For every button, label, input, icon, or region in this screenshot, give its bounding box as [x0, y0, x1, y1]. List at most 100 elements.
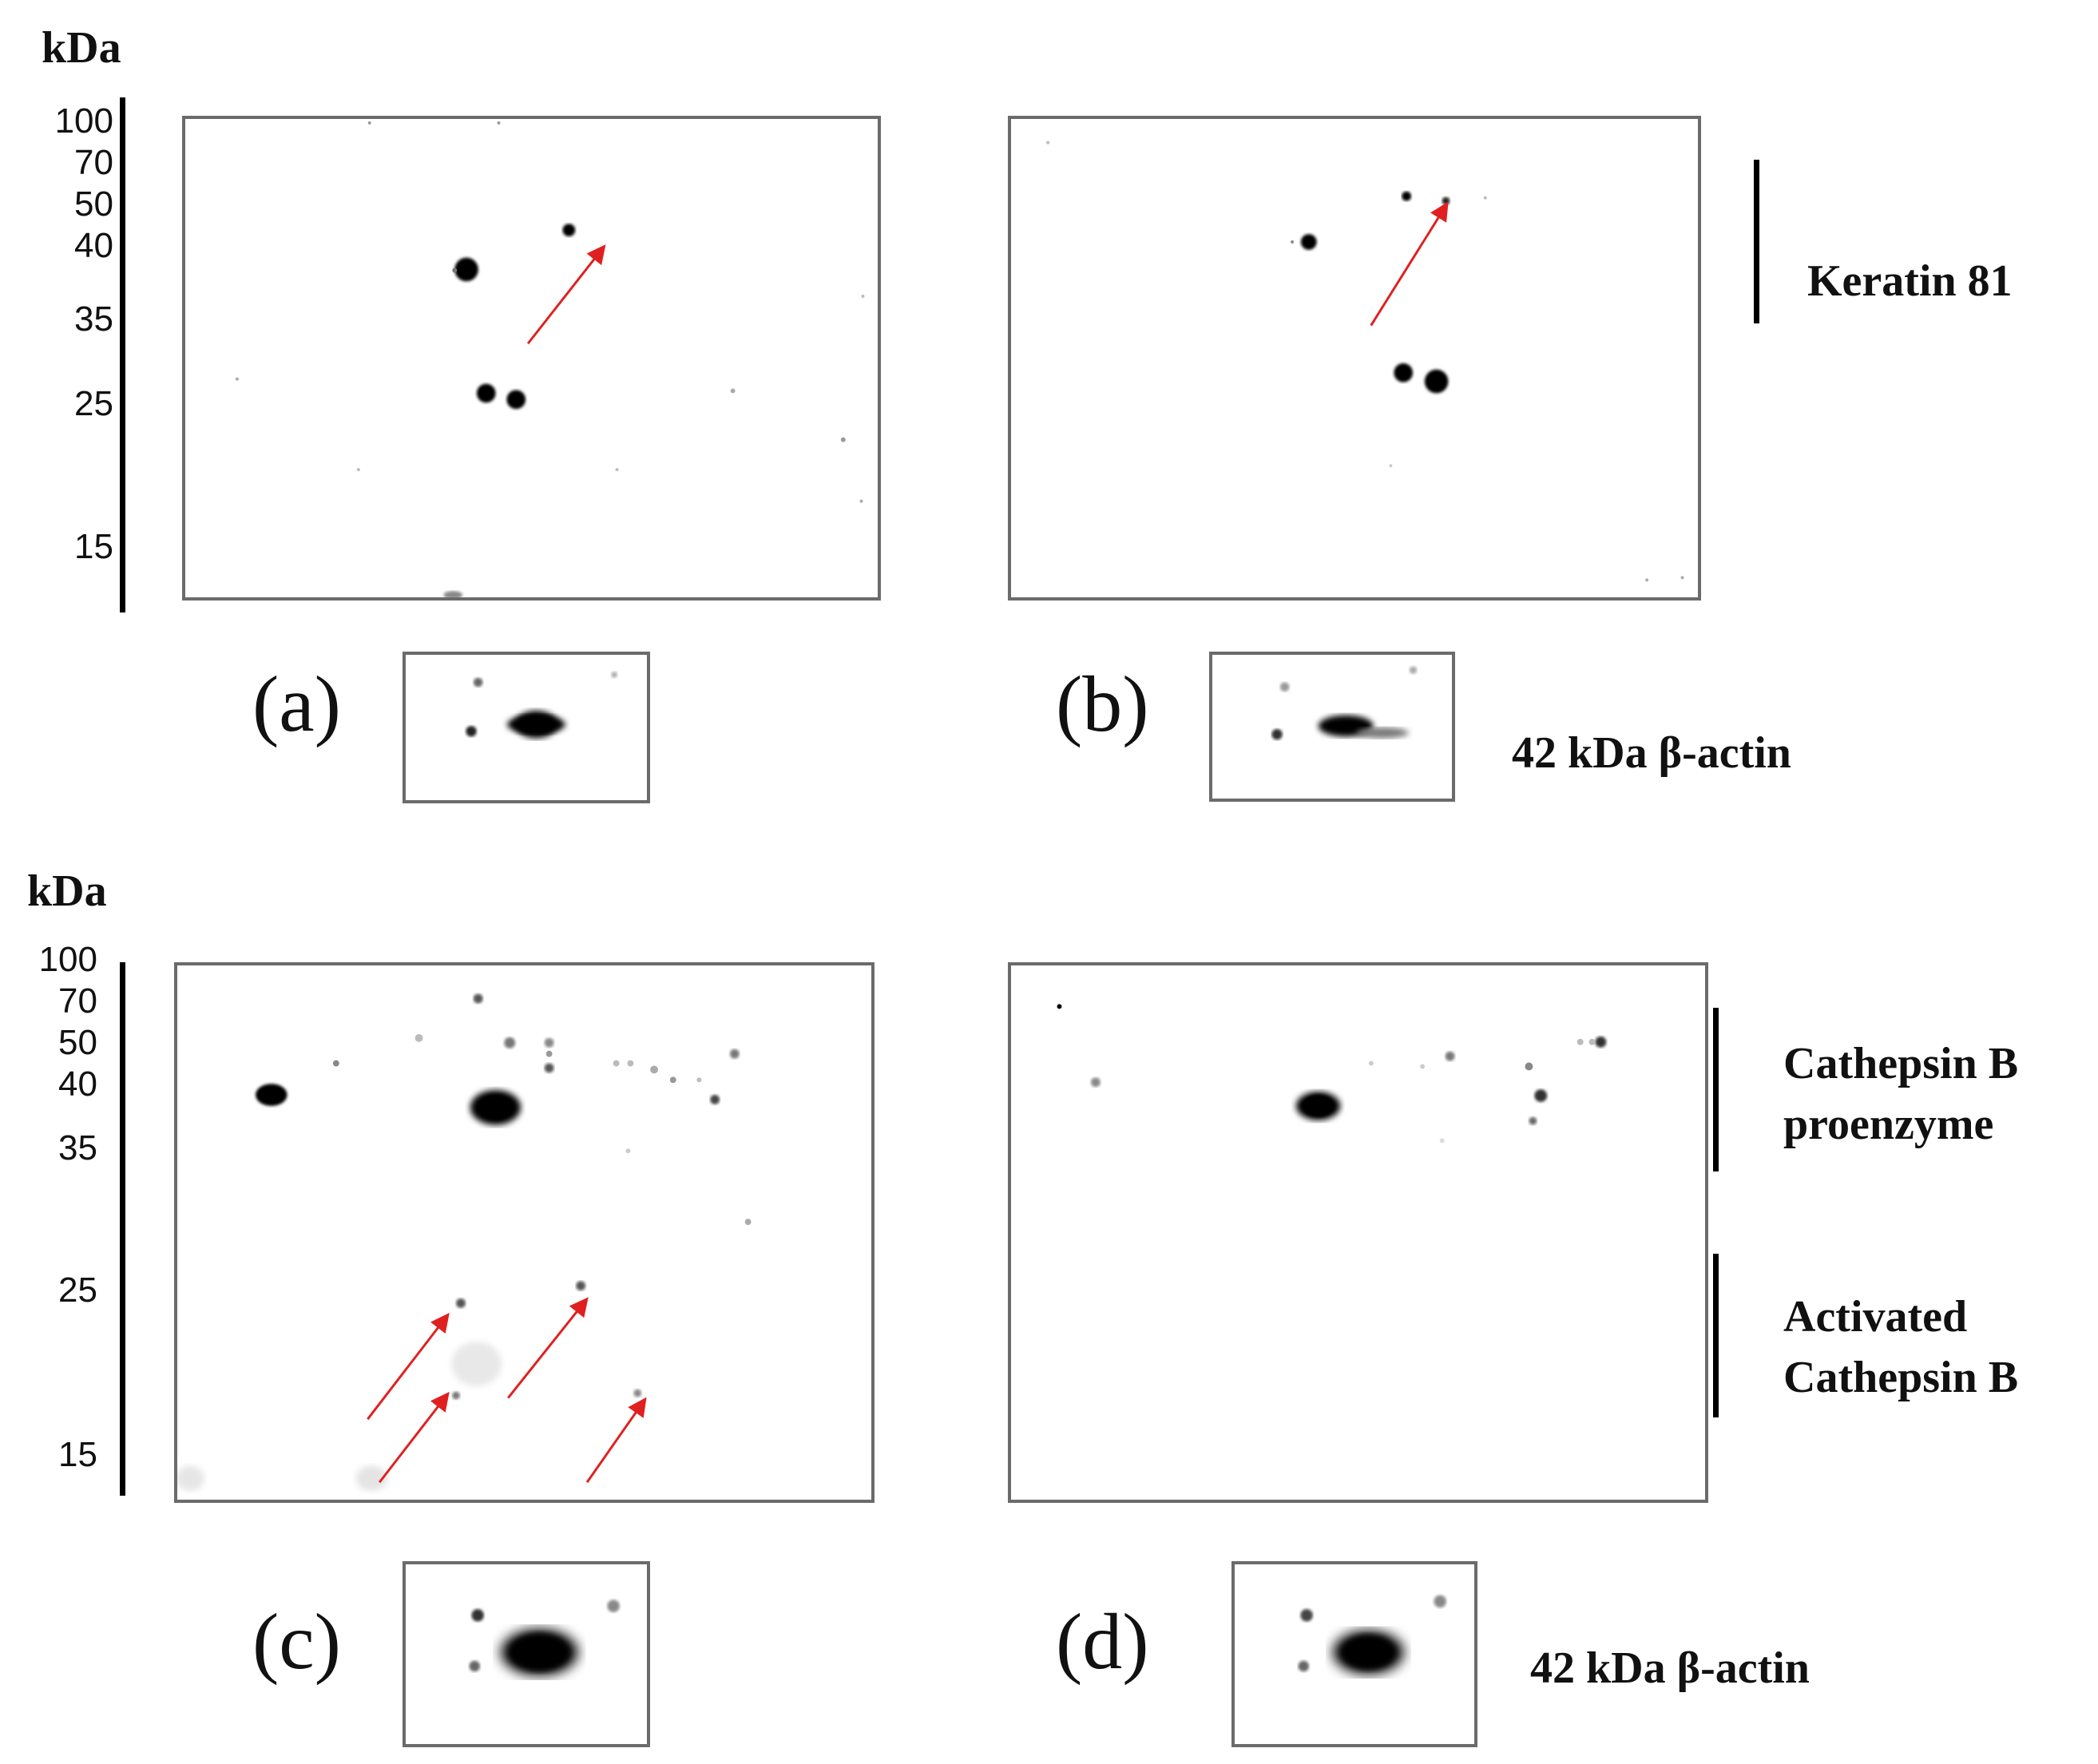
spot [256, 1084, 288, 1106]
panel-label-c: (c) [252, 1597, 341, 1686]
spot [1525, 1062, 1533, 1071]
bottom-tick-100: 100 [38, 940, 97, 979]
blot-panel-d [1008, 962, 1708, 1503]
spot [1576, 1038, 1584, 1045]
arrow [585, 1397, 647, 1484]
spot [471, 1609, 484, 1622]
arrow [367, 1313, 450, 1421]
activated-cathepsin-label-line1: Activated [1783, 1292, 1968, 1342]
spot [607, 1599, 620, 1612]
spot [469, 1660, 481, 1672]
spot [443, 591, 463, 597]
top-tick-100: 100 [54, 101, 113, 141]
actin-blot-a [403, 652, 650, 803]
spot [473, 993, 483, 1004]
smear [451, 1342, 502, 1386]
arrow [526, 244, 606, 345]
spot [1402, 191, 1412, 201]
arrow [378, 1391, 450, 1484]
spot [367, 121, 371, 125]
keratin-81-label: Keratin 81 [1807, 256, 2013, 306]
spot [478, 1095, 514, 1120]
spot [627, 1060, 634, 1067]
actin-spot [1342, 1635, 1395, 1670]
spot [576, 1281, 586, 1291]
spot [506, 390, 526, 410]
cathepsin-proenzyme-label-line2: proenzyme [1783, 1100, 1994, 1149]
bottom-tick-40: 40 [58, 1064, 97, 1104]
spot [452, 1391, 460, 1400]
spot [332, 1060, 339, 1067]
panel-label-d: (d) [1056, 1597, 1149, 1686]
spot [473, 677, 483, 688]
blot-c-spots [177, 993, 752, 1492]
spot [859, 499, 863, 503]
activated-cathepsin-label-line2: Cathepsin B [1783, 1353, 2019, 1402]
spot [1442, 196, 1450, 205]
actin-blot-b [1209, 652, 1455, 802]
activated-bracket-bar [1713, 1254, 1719, 1417]
spot [633, 1389, 642, 1397]
spot [611, 672, 617, 678]
actin-spot [510, 1633, 569, 1671]
spot [1534, 1089, 1548, 1102]
top-tick-15: 15 [74, 527, 113, 566]
actin-tail [1356, 727, 1409, 739]
spot [1483, 196, 1487, 200]
spot [625, 1148, 631, 1154]
spot [454, 257, 478, 282]
panel-label-b: (b) [1056, 660, 1149, 748]
top-mw-scale-bar [120, 97, 125, 612]
arrow [507, 1297, 589, 1399]
proenzyme-bracket-bar [1713, 1008, 1719, 1171]
spot [1588, 1038, 1596, 1045]
spot [456, 1298, 466, 1308]
spot [497, 121, 501, 125]
blot-b-spots [1046, 141, 1684, 582]
spot [1434, 1595, 1446, 1608]
spot [544, 1063, 554, 1073]
bottom-tick-25: 25 [58, 1270, 97, 1310]
bottom-mw-scale-bar [120, 962, 125, 1496]
spot [650, 1065, 658, 1074]
spot [1057, 1004, 1062, 1009]
top-tick-70: 70 [74, 143, 113, 182]
spot [1368, 1060, 1374, 1066]
spot [696, 1077, 702, 1083]
spot [744, 1219, 752, 1226]
spot [1302, 1095, 1335, 1117]
bottom-tick-70: 70 [58, 981, 97, 1021]
spot [669, 1076, 676, 1084]
spot [466, 726, 477, 737]
spot [1680, 576, 1684, 580]
spot [1529, 1116, 1537, 1125]
spot [730, 388, 736, 394]
blot-panel-b [1008, 116, 1701, 601]
keratin-bracket-bar [1754, 160, 1759, 323]
actin-blot-d [1231, 1561, 1477, 1747]
spot [1394, 363, 1414, 383]
spot [1271, 728, 1283, 740]
cathepsin-proenzyme-label-line1: Cathepsin B [1783, 1039, 2019, 1088]
spot [544, 1037, 554, 1048]
spot [504, 1037, 516, 1048]
spot [1291, 240, 1295, 244]
blot-a-spots [235, 121, 865, 597]
bottom-kda-unit-label: kDa [27, 866, 107, 916]
spot [613, 1060, 620, 1067]
actin-spot [507, 715, 565, 734]
spot [1046, 141, 1050, 145]
spot [452, 268, 458, 273]
spot [1445, 1051, 1455, 1061]
spot [1389, 464, 1393, 468]
spot [476, 383, 496, 403]
spot [414, 1033, 423, 1042]
spot [545, 1050, 553, 1057]
top-tick-25: 25 [74, 384, 113, 423]
smear [177, 1465, 204, 1492]
blot-panel-c [174, 962, 874, 1503]
top-tick-40: 40 [74, 226, 113, 265]
spot [1595, 1036, 1607, 1048]
actin-label-bottom: 42 kDa β-actin [1530, 1643, 1810, 1693]
actin-blot-c [403, 1561, 650, 1747]
